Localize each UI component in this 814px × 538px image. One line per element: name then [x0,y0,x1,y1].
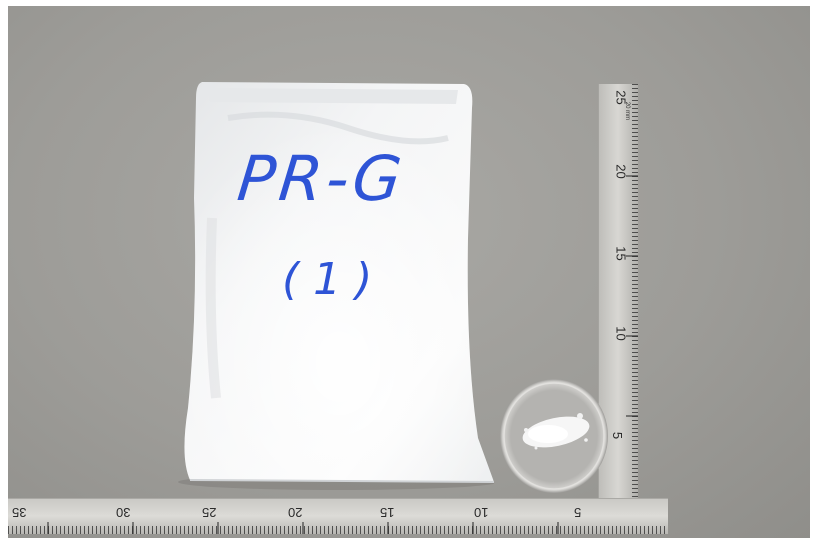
vertical-tick-label: 5 [610,431,626,440]
bag-handwritten-number: (1) [282,254,387,305]
vertical-tick-label: 10 [613,326,629,341]
horizontal-tick-label: 5 [574,505,582,520]
image-border [0,0,8,538]
petri-dish-image [500,379,608,493]
horizontal-ruler: 35 30 25 20 15 10 5 [8,497,668,534]
horizontal-tick-label: 25 [202,505,217,520]
vertical-tick-label: 15 [613,246,629,261]
horizontal-tick-label: 15 [380,505,395,520]
horizontal-tick-label: 35 [12,505,27,520]
horizontal-tick-label: 20 [288,505,303,520]
powder-bag: PR-G (1) [168,78,498,490]
vertical-tick-label: 20 [613,164,629,179]
petri-dish-sample [496,374,612,494]
horizontal-tick-label: 10 [474,505,489,520]
image-border [0,0,814,6]
bag-handwritten-code: PR-G [234,142,409,215]
image-border [810,0,814,538]
ruler-unit-mark: 20 mm [624,101,631,121]
horizontal-tick-label: 30 [116,505,131,520]
horizontal-ruler-body [8,497,668,534]
powder-bag-image [178,82,498,490]
